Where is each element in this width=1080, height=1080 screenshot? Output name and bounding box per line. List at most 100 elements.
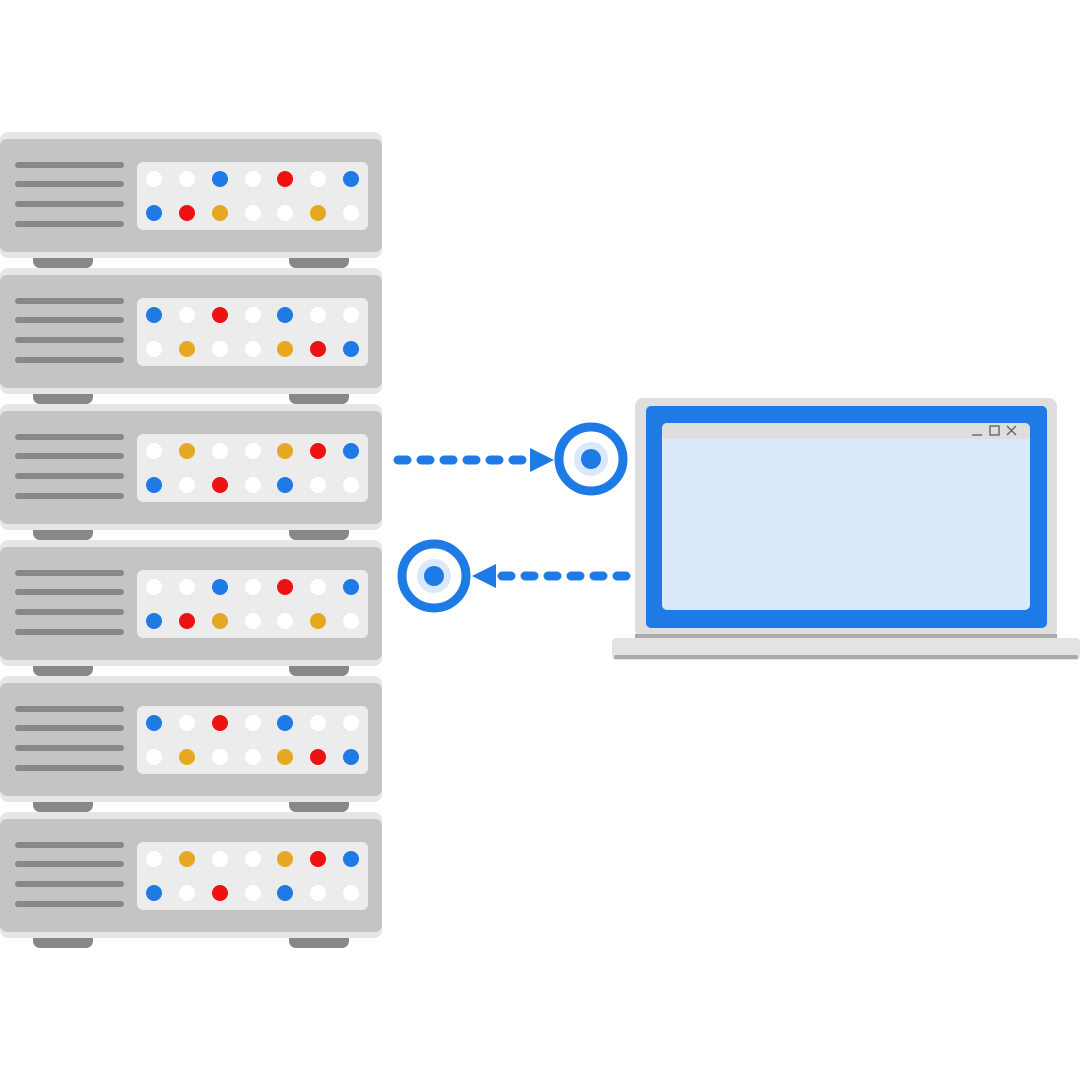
server-led bbox=[212, 579, 228, 595]
server-led bbox=[179, 205, 195, 221]
server-led bbox=[310, 205, 326, 221]
server-led bbox=[146, 205, 162, 221]
server-led bbox=[310, 443, 326, 459]
server-led bbox=[146, 477, 162, 493]
server-led bbox=[245, 579, 261, 595]
server-led bbox=[277, 341, 293, 357]
server-led bbox=[212, 443, 228, 459]
laptop-window bbox=[662, 423, 1030, 610]
response-arrow bbox=[397, 539, 631, 613]
server-led bbox=[277, 171, 293, 187]
server-led bbox=[146, 715, 162, 731]
request-arrow-head bbox=[530, 448, 554, 472]
server-led bbox=[146, 171, 162, 187]
server-led bbox=[146, 749, 162, 765]
server-led bbox=[179, 443, 195, 459]
server-led bbox=[343, 443, 359, 459]
server-led bbox=[212, 477, 228, 493]
server-led bbox=[310, 715, 326, 731]
server-led bbox=[343, 205, 359, 221]
server-led bbox=[277, 307, 293, 323]
server-led bbox=[245, 885, 261, 901]
server-led bbox=[179, 579, 195, 595]
server-unit bbox=[0, 404, 382, 540]
server-led bbox=[212, 613, 228, 629]
server-led bbox=[179, 477, 195, 493]
server-led bbox=[146, 579, 162, 595]
server-led bbox=[146, 341, 162, 357]
laptop-window-titlebar bbox=[662, 423, 1030, 439]
server-led bbox=[343, 579, 359, 595]
server-led bbox=[277, 613, 293, 629]
server-led bbox=[212, 171, 228, 187]
server-led bbox=[245, 477, 261, 493]
server-led bbox=[146, 885, 162, 901]
server-led bbox=[212, 885, 228, 901]
maximize-icon[interactable] bbox=[989, 425, 1000, 436]
server-unit bbox=[0, 268, 382, 404]
server-led bbox=[212, 749, 228, 765]
server-led bbox=[343, 851, 359, 867]
server-led bbox=[310, 171, 326, 187]
server-led bbox=[245, 307, 261, 323]
server-led bbox=[245, 851, 261, 867]
server-led bbox=[179, 613, 195, 629]
server-led bbox=[179, 885, 195, 901]
server-led bbox=[245, 715, 261, 731]
server-led bbox=[343, 715, 359, 731]
server-led bbox=[277, 443, 293, 459]
laptop-base bbox=[612, 638, 1080, 660]
request-target-icon bbox=[554, 422, 628, 496]
server-led bbox=[343, 885, 359, 901]
server-led bbox=[310, 477, 326, 493]
laptop-hinge bbox=[635, 634, 1057, 638]
server-led bbox=[179, 341, 195, 357]
server-led bbox=[310, 749, 326, 765]
server-led bbox=[310, 341, 326, 357]
server-led bbox=[277, 885, 293, 901]
request-arrow bbox=[393, 422, 628, 496]
server-led bbox=[179, 851, 195, 867]
server-led bbox=[277, 749, 293, 765]
server-led bbox=[277, 579, 293, 595]
server-led bbox=[212, 307, 228, 323]
server-led bbox=[179, 749, 195, 765]
server-led bbox=[212, 341, 228, 357]
server-led bbox=[245, 341, 261, 357]
server-led bbox=[277, 851, 293, 867]
server-led bbox=[179, 171, 195, 187]
server-led bbox=[245, 613, 261, 629]
server-led bbox=[212, 715, 228, 731]
server-led bbox=[343, 749, 359, 765]
server-led bbox=[343, 613, 359, 629]
server-led bbox=[310, 885, 326, 901]
server-led bbox=[146, 307, 162, 323]
server-led bbox=[146, 613, 162, 629]
server-led bbox=[245, 205, 261, 221]
server-unit bbox=[0, 812, 382, 948]
server-unit bbox=[0, 132, 382, 268]
server-led bbox=[245, 443, 261, 459]
server-led bbox=[146, 443, 162, 459]
server-led bbox=[277, 205, 293, 221]
laptop bbox=[612, 398, 1080, 660]
server-led bbox=[343, 307, 359, 323]
server-led bbox=[212, 205, 228, 221]
server-led bbox=[179, 307, 195, 323]
server-led bbox=[343, 171, 359, 187]
server-led bbox=[146, 851, 162, 867]
close-icon[interactable] bbox=[1006, 425, 1017, 436]
server-led bbox=[245, 749, 261, 765]
server-led bbox=[245, 171, 261, 187]
server-led bbox=[310, 613, 326, 629]
server-rack bbox=[0, 132, 382, 948]
server-led bbox=[310, 307, 326, 323]
server-unit bbox=[0, 540, 382, 676]
laptop-base-shadow bbox=[614, 655, 1078, 659]
server-led bbox=[277, 477, 293, 493]
server-led bbox=[212, 851, 228, 867]
response-arrow-head bbox=[472, 564, 496, 588]
server-led bbox=[277, 715, 293, 731]
response-target-icon bbox=[397, 539, 471, 613]
